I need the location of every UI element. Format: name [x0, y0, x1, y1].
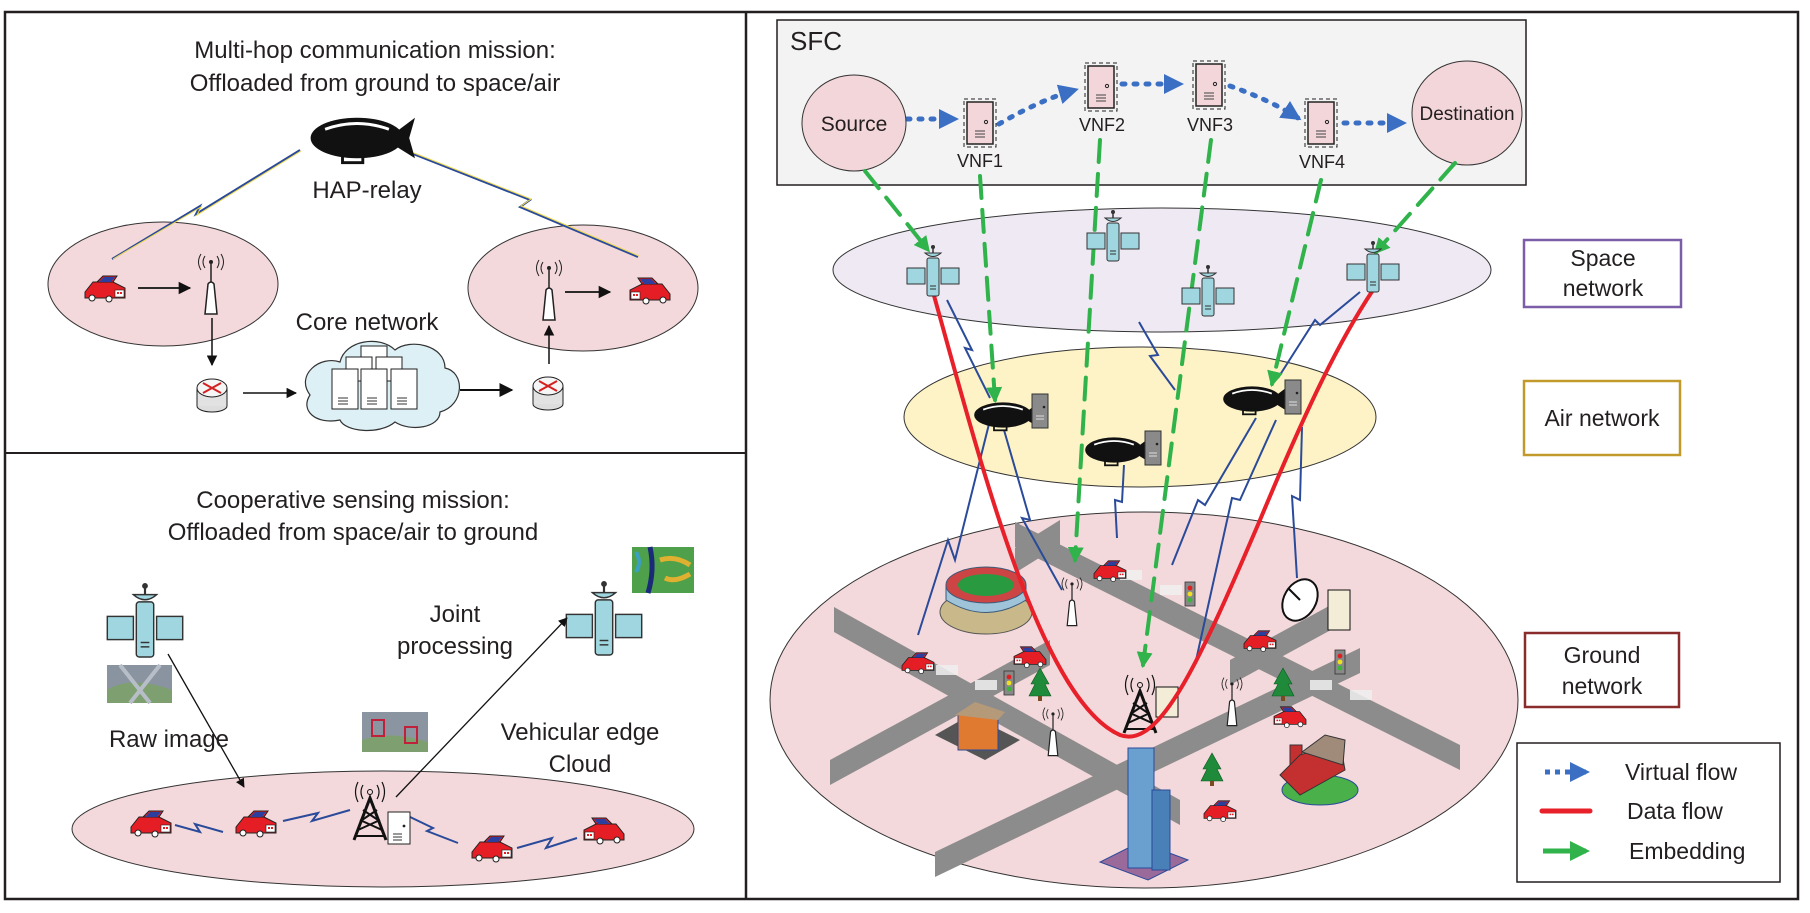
- traffic-light-icon: [1003, 670, 1015, 696]
- wireless-link-left: [111, 149, 301, 260]
- vnf4-server-icon: [1304, 98, 1338, 148]
- raw-image-arrow: [167, 653, 245, 788]
- space-network-tag: Space network: [1522, 238, 1683, 309]
- svg-text:Ground: Ground: [1564, 642, 1641, 668]
- vehicular-edge-label-line2: Cloud: [549, 751, 612, 778]
- router-icon: [196, 378, 228, 413]
- source-node: [801, 74, 907, 172]
- multi-hop-panel: Multi-hop communication mission: Offload…: [47, 37, 699, 432]
- hap-relay-label: HAP-relay: [312, 177, 421, 204]
- svg-text:Air network: Air network: [1544, 405, 1660, 431]
- space-network-zone: [832, 207, 1492, 333]
- joint-processing-label-line1: Joint: [430, 601, 481, 628]
- ground-edge-server-icon: [1155, 686, 1179, 718]
- wireless-links: [917, 291, 1361, 666]
- hap-airship-icon: [309, 116, 417, 165]
- legend-embedding-label: Embedding: [1629, 838, 1745, 864]
- skyscraper-icon: [1098, 747, 1190, 881]
- satellite-icon: [106, 581, 184, 659]
- sensing-title-line2: Offloaded from space/air to ground: [168, 519, 538, 546]
- core-network-label: Core network: [296, 309, 440, 336]
- stadium-icon: [939, 566, 1033, 635]
- server-icon: [1144, 430, 1162, 466]
- svg-text:network: network: [1563, 275, 1644, 301]
- server-icon: [1031, 393, 1049, 429]
- legend-virtual-flow-label: Virtual flow: [1625, 759, 1737, 785]
- vnf4-label: VNF4: [1299, 152, 1345, 172]
- vehicular-edge-label-line1: Vehicular edge: [501, 719, 660, 746]
- joint-processing-label-line2: processing: [397, 633, 513, 660]
- svg-text:network: network: [1562, 673, 1643, 699]
- cooperative-sensing-panel: Cooperative sensing mission: Offloaded f…: [71, 487, 695, 888]
- vnf1-server-icon: [963, 98, 997, 148]
- air-network-zone: [903, 346, 1377, 488]
- ground-station-icon: [1281, 578, 1351, 631]
- joint-processing-arrow: [395, 617, 568, 798]
- vnf2-server-icon: [1084, 62, 1118, 112]
- embedding-arrows: [863, 138, 1457, 669]
- edge-server-icon: [387, 811, 411, 845]
- barn-icon: [1279, 734, 1359, 806]
- legend: Virtual flow Data flow Embedding: [1516, 742, 1781, 883]
- air-network-tag: Air network: [1522, 379, 1682, 457]
- vnf3-label: VNF3: [1187, 115, 1233, 135]
- traffic-light-icon: [1184, 581, 1196, 607]
- processed-image-thumbnail: [632, 546, 694, 594]
- server-icon: [1284, 379, 1302, 415]
- sagin-panel: SFC Source Destination VNF1 VNF2 VNF3 VN…: [769, 19, 1781, 889]
- destination-label: Destination: [1419, 104, 1514, 125]
- sfc-box: SFC Source Destination VNF1 VNF2 VNF3 VN…: [776, 19, 1527, 186]
- router-icon: [532, 376, 564, 411]
- vnf1-label: VNF1: [957, 151, 1003, 171]
- v2v-link: [174, 822, 224, 834]
- v2v-link: [407, 815, 459, 844]
- sfc-title: SFC: [790, 26, 842, 56]
- core-network-cloud-icon: [304, 340, 460, 432]
- multi-hop-title-line2: Offloaded from ground to space/air: [190, 70, 560, 97]
- legend-data-flow-label: Data flow: [1627, 798, 1723, 824]
- v2v-link: [516, 836, 578, 850]
- right-ground-zone: [467, 224, 699, 352]
- virtual-flow: [904, 74, 1407, 133]
- v2v-link: [282, 809, 351, 823]
- train-station-icon: [935, 702, 1020, 760]
- ground-network-tag: Ground network: [1523, 631, 1681, 709]
- raw-image-thumbnail: [107, 663, 172, 705]
- source-label: Source: [821, 113, 888, 136]
- sensing-title-line1: Cooperative sensing mission:: [196, 487, 510, 514]
- svg-text:Space: Space: [1570, 245, 1635, 271]
- data-flow-path: [931, 288, 1375, 739]
- detected-image-thumbnail: [362, 712, 428, 752]
- satellite-icon: [565, 579, 643, 657]
- vnf2-label: VNF2: [1079, 115, 1125, 135]
- multi-hop-title-line1: Multi-hop communication mission:: [194, 37, 555, 64]
- vnf3-server-icon: [1192, 60, 1226, 110]
- left-ground-zone: [47, 221, 279, 347]
- raw-image-label: Raw image: [109, 726, 229, 753]
- destination-node: [1411, 60, 1523, 166]
- traffic-light-icon: [1334, 649, 1346, 675]
- frame: [3, 10, 1800, 901]
